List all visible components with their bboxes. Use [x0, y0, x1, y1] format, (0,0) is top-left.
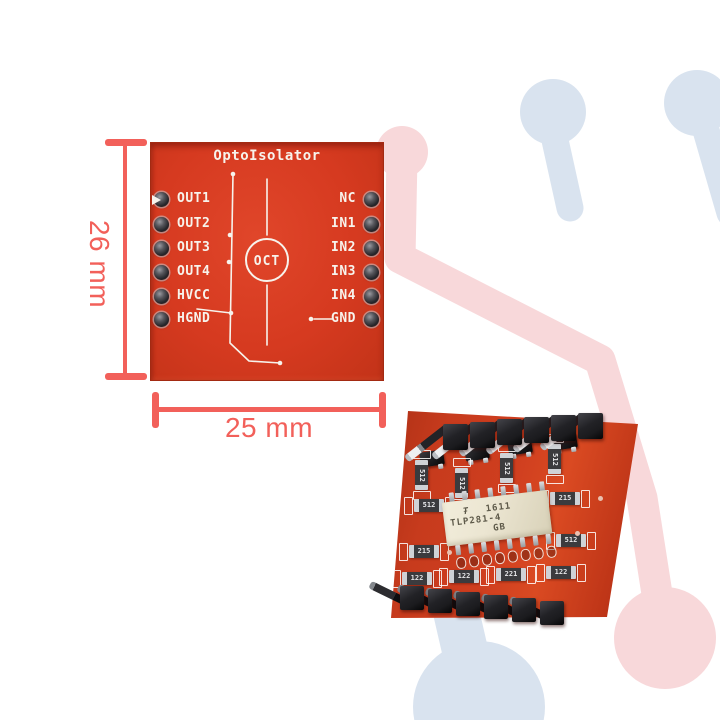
pin-row-in4: IN4	[331, 288, 379, 304]
bottom-header-block	[512, 598, 536, 622]
pin-row-hgnd: HGND	[154, 311, 210, 327]
smd-resistor: 512	[498, 443, 516, 493]
bottom-header-block	[456, 592, 480, 616]
pin-label-hgnd: HGND	[177, 311, 211, 326]
smd-resistor: 512	[546, 434, 564, 484]
pad-in3	[364, 264, 379, 280]
via	[598, 496, 603, 501]
width-dimension-line	[155, 407, 383, 412]
smd-resistor: 122	[392, 570, 442, 588]
height-dimension-line	[123, 141, 127, 379]
smd-resistor: 512	[546, 532, 596, 550]
top-header-block	[497, 419, 522, 445]
resistor-label: 122	[410, 574, 424, 582]
pin1-marker-icon	[152, 194, 161, 205]
via	[575, 531, 580, 536]
pad-in4	[364, 288, 379, 304]
decor-blue-pin-top-left	[520, 79, 586, 222]
decor-blue-pin-top-right	[664, 70, 720, 222]
resistor-label: 215	[417, 547, 431, 555]
bottom-header-block	[484, 595, 508, 619]
top-header-block	[524, 417, 549, 443]
pad-hvcc	[154, 288, 169, 304]
pad-nc	[364, 191, 379, 207]
pin-row-in1: IN1	[331, 216, 379, 232]
pin-row-in2: IN2	[331, 240, 379, 256]
smd-resistor: 122	[439, 568, 489, 586]
pin-row-out3: OUT3	[154, 240, 210, 256]
smd-resistor: 221	[486, 566, 536, 584]
decor-pink-trace	[376, 126, 716, 689]
bottom-header-block	[540, 601, 564, 625]
pad-out3	[154, 240, 169, 256]
resistor-label: 512	[422, 501, 436, 509]
top-header-block	[578, 413, 603, 439]
resistor-label: 512	[551, 452, 559, 466]
tlp281-4-chip: Ŧ 1611 TLP281-4 GB	[439, 480, 560, 571]
pcb-top-view: OptoIsolator OCT	[150, 142, 384, 381]
resistor-label: 221	[504, 570, 518, 578]
bottom-header-block	[400, 586, 424, 610]
pin-label-out3: OUT3	[177, 240, 211, 255]
resistor-label: 512	[418, 468, 426, 482]
pad-in2	[364, 240, 379, 256]
pcb-center-circle-label: OCT	[254, 254, 280, 269]
pin-label-in3: IN3	[331, 264, 356, 279]
resistor-label: 512	[564, 536, 578, 544]
pcb-silkscreen-traces: OCT	[196, 171, 333, 366]
height-dimension-label: 26 mm	[84, 219, 116, 309]
top-header-block	[470, 422, 495, 448]
pad-out2	[154, 216, 169, 232]
height-dimension-cap-top	[105, 139, 147, 146]
pin-label-in1: IN1	[331, 216, 356, 231]
width-dimension-cap-left	[152, 392, 159, 428]
pin-label-nc: NC	[339, 191, 356, 206]
pin-row-in3: IN3	[331, 264, 379, 280]
pin-label-in2: IN2	[331, 240, 356, 255]
top-header-block	[551, 415, 576, 441]
pin-label-gnd: GND	[331, 311, 356, 326]
resistor-label: 215	[558, 494, 572, 502]
width-dimension-label: 25 mm	[224, 412, 314, 443]
smd-resistor: 215	[399, 543, 449, 561]
top-header-block	[443, 424, 468, 450]
width-dimension-cap-right	[379, 392, 386, 428]
pin-label-in4: IN4	[331, 288, 356, 303]
pad-in1	[364, 216, 379, 232]
resistor-label: 122	[457, 572, 471, 580]
pcb-photo-3d: 512 512 512 512 512 215 512 215 122 122 …	[368, 383, 650, 638]
pin-label-out2: OUT2	[177, 216, 211, 231]
pin-label-hvcc: HVCC	[177, 288, 211, 303]
pad-out4	[154, 264, 169, 280]
pad-out1	[152, 191, 169, 207]
pin-row-nc: NC	[339, 191, 379, 207]
pad-hgnd	[154, 311, 169, 327]
bottom-header-block	[428, 589, 452, 613]
pin-row-out4: OUT4	[154, 264, 210, 280]
resistor-label: 512	[503, 461, 511, 475]
pin-label-out4: OUT4	[177, 264, 211, 279]
pin-row-gnd: GND	[331, 311, 379, 327]
smd-resistor: 122	[536, 564, 586, 582]
height-dimension-label-box: 26 mm	[70, 212, 128, 316]
resistor-label: 122	[554, 568, 568, 576]
pcb-silkscreen-title: OptoIsolator	[213, 148, 321, 164]
pad-gnd	[364, 311, 379, 327]
pin-row-out1: OUT1	[152, 191, 211, 207]
resistor-label: 512	[458, 476, 466, 490]
pin-row-hvcc: HVCC	[154, 288, 210, 304]
smd-resistor: 215	[540, 490, 590, 508]
smd-resistor: 512	[413, 450, 431, 500]
via	[447, 550, 452, 555]
pin-label-out1: OUT1	[177, 191, 211, 206]
pin-row-out2: OUT2	[154, 216, 210, 232]
height-dimension-cap-bottom	[105, 373, 147, 380]
